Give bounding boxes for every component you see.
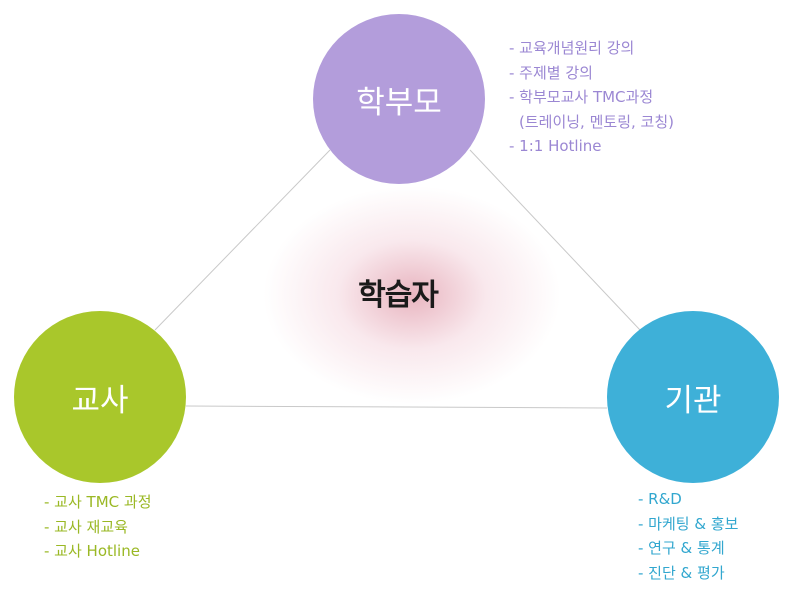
list-item: - 마케팅 & 홍보 <box>638 514 739 533</box>
list-item: - 1:1 Hotline <box>509 137 602 155</box>
learner-glow <box>262 185 562 405</box>
teacher-node-label: 교사 <box>71 382 129 419</box>
teacher-node: 교사 <box>14 311 186 483</box>
parents-node: 학부모 <box>313 14 485 184</box>
line-teacher-institution <box>185 405 608 409</box>
institution-node-label: 기관 <box>664 382 722 419</box>
list-item: - 교육개념원리 강의 <box>509 39 635 57</box>
list-item: - 교사 재교육 <box>44 517 128 536</box>
list-item: (트레이닝, 멘토링, 코칭) <box>519 112 674 131</box>
list-item: - 진단 & 평가 <box>638 563 725 582</box>
institution-node: 기관 <box>607 311 779 483</box>
list-item: - 교사 Hotline <box>44 542 140 560</box>
list-item: - 주제별 강의 <box>509 63 593 82</box>
institution-services-list: - R&D - 마케팅 & 홍보 - 연구 & 통계 - 진단 & 평가 <box>638 487 738 585</box>
list-item: - 학부모교사 TMC과정 <box>509 88 654 106</box>
parents-services-list: - 교육개념원리 강의 - 주제별 강의 - 학부모교사 TMC과정 (트레이닝… <box>509 36 674 159</box>
parents-node-label: 학부모 <box>356 84 442 121</box>
teacher-services-list: - 교사 TMC 과정 - 교사 재교육 - 교사 Hotline <box>44 490 152 564</box>
learner-label: 학습자 <box>358 278 439 313</box>
line-parents-institution <box>469 149 641 331</box>
list-item: - 교사 TMC 과정 <box>44 493 152 511</box>
list-item: - 연구 & 통계 <box>638 539 725 557</box>
list-item: - R&D <box>638 490 682 508</box>
line-parents-teacher <box>154 149 331 331</box>
